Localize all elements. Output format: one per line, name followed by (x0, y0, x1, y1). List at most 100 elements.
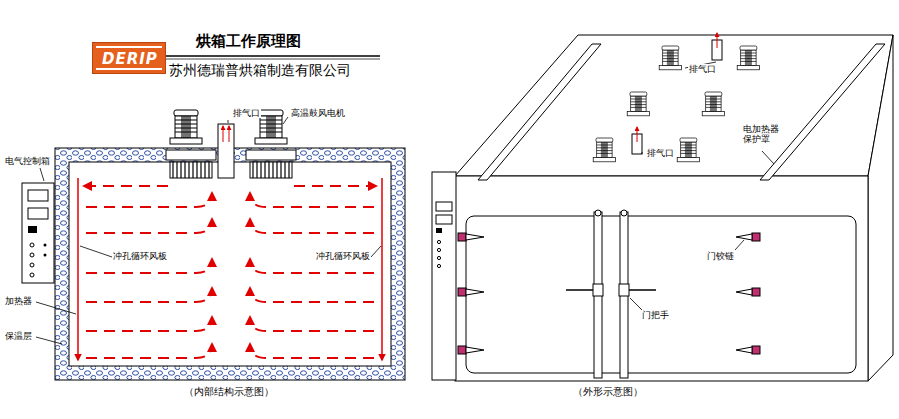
exhaust-arrow (229, 126, 230, 142)
diagram-title: 烘箱工作原理图 (196, 33, 301, 50)
blower-motor (737, 46, 759, 70)
button (437, 256, 440, 259)
blower-motor (702, 92, 724, 116)
handle-block (619, 284, 629, 296)
heater-cover-rail (478, 44, 601, 180)
leader-line (762, 151, 774, 164)
blower-motor (170, 110, 202, 144)
part-label: 排气口 (646, 148, 675, 158)
view-caption: （内部结构示意图） (183, 386, 275, 398)
flow-arrow (250, 193, 374, 207)
fan-grill (250, 162, 292, 178)
heater-cover-rail (760, 44, 885, 180)
rule-line (165, 55, 380, 57)
leader-line (40, 168, 44, 181)
hinges (458, 233, 760, 354)
hinge (466, 289, 484, 295)
display (436, 202, 452, 211)
leader-lines (36, 117, 381, 344)
flow-arrow (86, 193, 212, 207)
hinge (458, 288, 466, 296)
heater-line (381, 178, 383, 360)
insulation-layer (55, 148, 405, 380)
hinge (736, 234, 752, 240)
motor-base (166, 150, 216, 160)
lamp (44, 244, 47, 247)
logo-box: DERIP (92, 42, 166, 74)
exterior-view (432, 33, 893, 381)
flow-arrow (250, 317, 374, 331)
leader-lines (630, 62, 774, 310)
button (30, 263, 34, 267)
hinge (458, 346, 466, 354)
button (437, 248, 440, 251)
flow-arrow (86, 344, 212, 358)
blower-motor (593, 138, 615, 162)
part-label: 门把手 (641, 310, 670, 320)
control-box (22, 183, 54, 283)
part-label: 冲孔循环风板 (112, 251, 168, 261)
leader-line (283, 117, 288, 124)
part-label: 电加热器 保护罩 (742, 124, 784, 145)
switch (436, 228, 442, 233)
handle-block (593, 284, 603, 296)
part-label: 电气控制箱 (4, 156, 51, 166)
hinge (736, 347, 752, 353)
blower-motor (659, 46, 681, 70)
oven-chamber (69, 162, 391, 366)
lock-bar (620, 212, 628, 378)
exhaust-arrow (637, 127, 638, 142)
hinge (752, 346, 760, 354)
part-label: 保温层 (4, 331, 33, 341)
heater-line (77, 178, 79, 360)
button (30, 273, 34, 277)
bar-cap (621, 210, 627, 216)
part-label: 排气口 (232, 108, 261, 118)
flow-arrow (86, 317, 212, 331)
side-face (868, 35, 893, 381)
blower-motor (677, 138, 699, 162)
leader-line (228, 120, 229, 123)
door (466, 216, 856, 373)
button (30, 253, 34, 257)
hinge (752, 233, 760, 241)
exhaust-arrow (223, 126, 224, 142)
air-flow (78, 178, 382, 360)
logo-text: DERIP (102, 50, 158, 68)
flow-arrow (86, 219, 212, 233)
bar-cap (595, 210, 601, 216)
hinge (736, 289, 752, 295)
part-label: 高温鼓风电机 (290, 108, 346, 118)
hinge (458, 233, 466, 241)
exhaust-arrow (717, 33, 718, 48)
hinge (752, 288, 760, 296)
display (28, 190, 48, 201)
part-label: 冲孔循环风板 (315, 251, 371, 261)
flow-arrow (294, 185, 376, 187)
flow-arrow (84, 185, 168, 187)
control-cabinet (432, 172, 456, 380)
motor-base (246, 150, 296, 160)
button (30, 243, 34, 247)
fan-grill (170, 162, 212, 178)
button (437, 240, 440, 243)
part-label: 加热器 (4, 296, 33, 306)
button (437, 264, 440, 267)
switch (28, 226, 37, 233)
lamp (44, 254, 47, 257)
leader-line (735, 240, 744, 250)
header-rule (165, 56, 380, 59)
company-name: 苏州德瑞普烘箱制造有限公司 (168, 62, 352, 78)
flow-arrow (86, 288, 212, 302)
leader-line (630, 298, 642, 310)
logo-stripe (96, 68, 162, 70)
display (28, 208, 48, 219)
display (436, 215, 452, 224)
internal-structure (22, 110, 405, 380)
blower-motor (627, 92, 649, 116)
part-label: 门铰链 (706, 251, 735, 261)
rule-line (165, 59, 380, 60)
leader-line (36, 302, 76, 314)
front-face (455, 176, 868, 381)
